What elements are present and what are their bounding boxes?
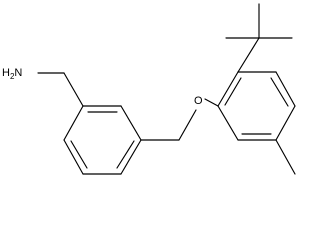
amine-n-text: N [14, 67, 23, 79]
bond-ring1-b [120, 105, 142, 141]
amine-label: H2N [2, 67, 23, 81]
bond-ring2-f [217, 105, 239, 141]
bond-ring1-c [120, 139, 142, 175]
bond-o-ring2 [204, 98, 219, 107]
bond-ring2-d [275, 105, 296, 141]
amine-subscript: 2 [9, 72, 15, 81]
bond-ring1-double-3 [70, 140, 88, 169]
bond-ring1-e [63, 139, 84, 175]
bond-ring2-c [275, 71, 296, 107]
bond-ring2-double-2 [270, 77, 289, 107]
bond-ring1-f [63, 105, 84, 141]
ether-oxygen-label: O [193, 95, 204, 107]
bond-ring2-a [217, 71, 239, 107]
bond-ring2-tbu [237, 37, 260, 73]
amine-h-text: H [2, 67, 10, 79]
bond-ch2-ring1 [63, 72, 84, 107]
bond-ring2-double-1 [224, 77, 242, 106]
bond-ring2-methyl [275, 139, 296, 175]
structure-svg [37, 3, 296, 175]
bond-ring1-double-2 [116, 140, 135, 169]
bond-ch2-o [178, 109, 197, 141]
